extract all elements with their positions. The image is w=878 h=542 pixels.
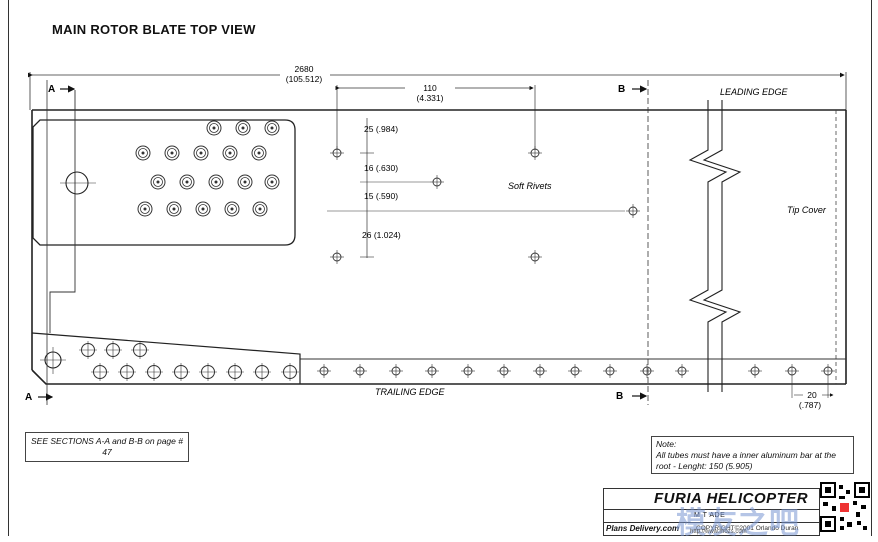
- note-heading: Note:: [656, 439, 677, 449]
- leading-edge-label: LEADING EDGE: [720, 87, 789, 97]
- root-strip-holes: [78, 340, 300, 382]
- section-a-bottom-label: A: [25, 392, 32, 403]
- section-b-top-label: B: [618, 84, 625, 95]
- see-sections-note: SEE SECTIONS A-A and B-B on page # 47: [25, 432, 189, 462]
- tip-cover-label: Tip Cover: [787, 205, 827, 215]
- watermark-url: http://www.mozs.com: [690, 529, 747, 535]
- soft-rivets-label: Soft Rivets: [508, 181, 552, 191]
- dim-15: 15 (.590): [364, 191, 398, 201]
- section-a-line: A A: [25, 80, 76, 405]
- trailing-edge-label: TRAILING EDGE: [375, 387, 446, 397]
- drawing-subtitle: M T ADE: [694, 512, 726, 519]
- title-block-divider: [604, 522, 819, 523]
- dim-26: 26 (1.024): [362, 230, 401, 240]
- title-block: FURIA HELICOPTER M T ADE Plans Delivery.…: [603, 488, 820, 536]
- soft-rivets: 25 (.984) 16 (.630) 15 (.590) 26 (1.024): [327, 118, 641, 265]
- drawing-title: MAIN ROTOR BLATE TOP VIEW: [52, 22, 256, 37]
- section-b-line: B B: [616, 80, 649, 405]
- overall-dim-inch: (105.512): [286, 74, 323, 84]
- trailing-edge-rivets: [316, 363, 836, 379]
- break-lines: [688, 100, 742, 392]
- overall-dim-mm: 2680: [295, 64, 314, 74]
- brand-name: FURIA HELICOPTER: [654, 490, 809, 507]
- sheet-border: [8, 0, 872, 536]
- section-b-bottom-label: B: [616, 391, 623, 402]
- dim-25: 25 (.984): [364, 124, 398, 134]
- overall-dimension: 2680 (105.512): [28, 64, 847, 110]
- title-block-divider: [604, 509, 819, 510]
- note-text: All tubes must have a inner aluminum bar…: [656, 450, 837, 471]
- span-dim-mm: 110: [423, 83, 437, 93]
- plans-delivery-text: Plans Delivery.com: [606, 524, 680, 533]
- see-sections-text: SEE SECTIONS A-A and B-B on page # 47: [31, 436, 183, 457]
- root-bolt-pattern: [135, 120, 280, 217]
- dim-16: 16 (.630): [364, 163, 398, 173]
- span-dimension: 110 (4.331): [335, 83, 536, 150]
- tip-dim-inch: (.787): [799, 400, 821, 410]
- qr-code-icon: [820, 482, 870, 532]
- copyright-text: COPYRIGHT©2001 Orlando Duran: [696, 525, 799, 532]
- watermark-text: 模友之吧: [676, 507, 800, 540]
- span-dim-inch: (4.331): [417, 93, 444, 103]
- section-a-top-label: A: [48, 84, 55, 95]
- tip-dim-mm: 20: [807, 390, 817, 400]
- blade-outline: [31, 90, 847, 385]
- tube-note: Note: All tubes must have a inner alumin…: [651, 436, 854, 474]
- tip-dimension: 20 (.787): [791, 378, 834, 410]
- root-doubler-plate: [32, 119, 296, 246]
